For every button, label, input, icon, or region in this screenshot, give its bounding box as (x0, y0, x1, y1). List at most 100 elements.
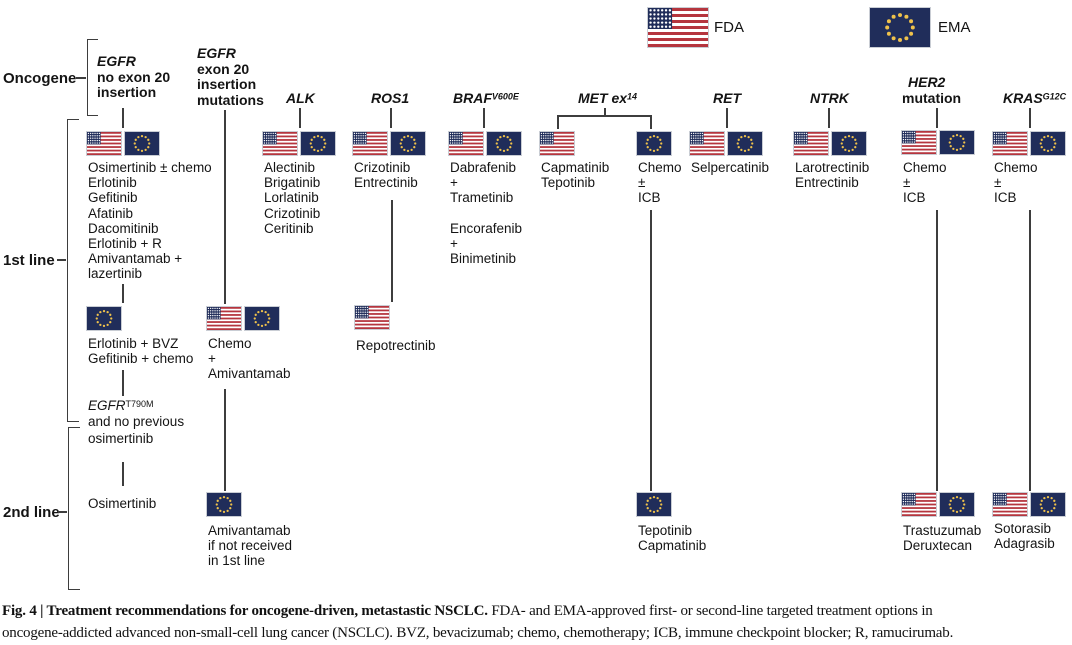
connector-line (726, 108, 728, 128)
kras-2l-drug-list: Sotorasib Adagrasib (994, 521, 1055, 551)
gene-name: ROS1 (371, 90, 410, 106)
her2-2l-drug-list: Trastuzumab Deruxtecan (903, 523, 981, 553)
eu-flag-icon (125, 132, 159, 155)
header-alk: ALK (286, 90, 315, 107)
drug-name: Erlotinib (88, 175, 137, 191)
legend-ema-label: EMA (938, 19, 971, 36)
first-line-label-dash (57, 259, 66, 261)
gene-name: EGFR (197, 45, 236, 61)
alk-1l-drug-list: Alectinib Brigatinib Lorlatinib Crizotin… (264, 160, 320, 236)
egfr-exon20-2l-drug-list: Amivantamab if not received in 1st line (208, 523, 292, 569)
eu-flag-icon (207, 493, 241, 516)
drug-name: lazertinib (88, 266, 143, 282)
oncogene-label-dash (76, 77, 86, 79)
drug-name: Chemo (638, 160, 682, 175)
drug-name: Chemo (208, 336, 252, 351)
drug-name: + (450, 175, 458, 191)
drug-name: Selpercatinib (691, 160, 770, 175)
connector-line (483, 108, 485, 128)
drug-name: Amivantamab (208, 366, 291, 382)
drug-name: Encorafenib (450, 221, 523, 236)
drug-name: Ceritinib (264, 220, 314, 236)
drug-name: Tepotinib (541, 175, 596, 191)
gene-qualifier: no exon 20 (97, 68, 171, 85)
note-line: and no previous (88, 414, 185, 430)
drug-name: Amivantamab (208, 523, 291, 538)
eu-flag-icon (1031, 493, 1065, 516)
drug-name: Alectinib (264, 160, 316, 175)
drug-name: Chemo (994, 160, 1038, 175)
us-flag-icon (993, 493, 1027, 516)
gene-qualifier: mutations (197, 91, 264, 108)
ros1-fda-drug-list: Repotrectinib (356, 338, 436, 353)
drug-name: Afatinib (88, 205, 134, 221)
drug-name: Entrectinib (354, 175, 418, 191)
drug-name: Adagrasib (994, 536, 1055, 552)
eu-flag-icon (1031, 132, 1065, 155)
figure-caption: Fig. 4 | Treatment recommendations for o… (2, 600, 953, 644)
gene-name: ALK (286, 90, 315, 106)
row-label-oncogene: Oncogene (3, 70, 77, 87)
drug-name: Erlotinib + R (88, 236, 162, 252)
caption-line-2: oncogene-addicted advanced non-small-cel… (2, 625, 954, 641)
header-kras-g12c: KRASG12C (1003, 90, 1066, 107)
gene-name: KRAS (1003, 90, 1043, 106)
connector-line (224, 389, 226, 491)
gene-name: NTRK (810, 90, 849, 106)
connector-line (391, 200, 393, 302)
legend-fda-label: FDA (714, 19, 744, 36)
gene-superscript: V600E (491, 91, 519, 102)
us-flag-icon (87, 132, 121, 155)
egfr-1l-drug-list: Osimertinib ± chemo Erlotinib Gefitinib … (88, 160, 212, 282)
oncogene-bracket (87, 39, 98, 116)
first-line-bracket (67, 119, 79, 422)
header-egfr-no-exon20: EGFR no exon 20 insertion (97, 53, 171, 101)
us-flag-icon (902, 131, 936, 154)
us-flag-icon (540, 132, 574, 155)
connector-line (557, 115, 559, 129)
connector-line (299, 108, 301, 128)
us-flag-icon (648, 8, 708, 47)
egfr-exon20-1l-drug-list: Chemo + Amivantamab (208, 336, 291, 382)
kras-1l-drug-list: Chemo ± ICB (994, 160, 1038, 206)
connector-line (1029, 210, 1031, 491)
drug-name: Osimertinib (88, 496, 157, 511)
drug-name: ± (638, 175, 646, 191)
eu-flag-icon (301, 132, 335, 155)
eu-flag-icon (637, 493, 671, 516)
her2-1l-drug-list: Chemo ± ICB (903, 160, 947, 206)
met-1l-fda-drug-list: Capmatinib Tepotinib (541, 160, 609, 190)
drug-name: Entrectinib (795, 175, 859, 191)
header-her2-mutation: HER2 mutation (902, 74, 961, 106)
gene-name: HER2 (908, 74, 946, 90)
connector-line (936, 108, 938, 128)
egfr-t790m-note: EGFRT790M and no previous osimertinib (88, 398, 184, 447)
drug-name: Sotorasib (994, 521, 1052, 536)
connector-line (604, 108, 606, 116)
eu-flag-icon (487, 132, 521, 155)
egfr-1l-ema-drug-list: Erlotinib + BVZ Gefitinib + chemo (88, 336, 193, 366)
caption-text: FDA- and EMA-approved first- or second-l… (487, 603, 933, 619)
drug-name: Larotrectinib (795, 160, 870, 175)
connector-line (936, 210, 938, 491)
eu-flag-icon (391, 132, 425, 155)
drug-name: + (450, 236, 458, 252)
header-ret: RET (713, 90, 741, 107)
drug-name: Amivantamab + (88, 251, 183, 267)
header-met-ex14: MET ex14 (578, 90, 637, 107)
us-flag-icon (993, 132, 1027, 155)
gene-name: RET (713, 90, 741, 106)
gene-name: MET ex (578, 90, 628, 106)
drug-name: Dabrafenib (450, 160, 517, 175)
drug-name: Trastuzumab (903, 523, 982, 538)
connector-line (557, 115, 651, 117)
caption-line-1: Fig. 4 | Treatment recommendations for o… (2, 600, 953, 622)
header-ros1: ROS1 (371, 90, 410, 107)
eu-flag-icon (245, 307, 279, 330)
us-flag-icon (207, 307, 241, 330)
drug-name: ICB (903, 190, 926, 206)
drug-name: Brigatinib (264, 175, 321, 191)
gene-qualifier: insertion (197, 76, 257, 92)
second-line-bracket (68, 427, 80, 590)
ret-1l-drug-list: Selpercatinib (691, 160, 769, 175)
